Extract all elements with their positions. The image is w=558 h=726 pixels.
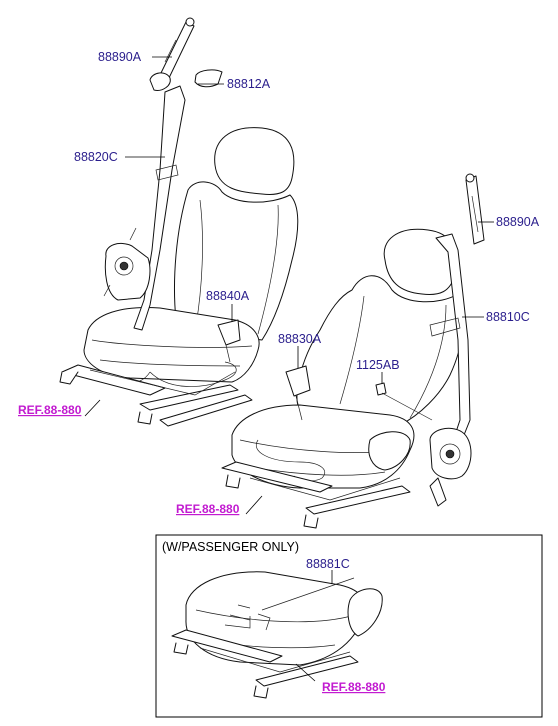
part-label-88810C: 88810C <box>486 310 530 324</box>
left-seat-illustration <box>59 17 299 427</box>
part-label-88812A: 88812A <box>227 77 271 91</box>
ref-link-inset[interactable]: REF.88-880 <box>322 680 386 694</box>
part-label-1125AB: 1125AB <box>356 358 400 372</box>
inset-frame <box>155 534 543 718</box>
part-label-88840A: 88840A <box>206 289 250 303</box>
part-label-88830A: 88830A <box>278 332 322 346</box>
right-seat-illustration <box>221 173 485 529</box>
part-label-88890A-top: 88890A <box>98 50 142 64</box>
ref-link-left[interactable]: REF.88-880 <box>18 403 82 417</box>
ref-link-middle[interactable]: REF.88-880 <box>176 502 240 516</box>
inset-title: (W/PASSENGER ONLY) <box>162 540 299 554</box>
part-label-88890A-right: 88890A <box>496 215 540 229</box>
part-label-88881C: 88881C <box>306 557 350 571</box>
leader-lines <box>84 56 494 682</box>
part-label-88820C: 88820C <box>74 150 118 164</box>
inset-seat-illustration <box>171 571 383 699</box>
